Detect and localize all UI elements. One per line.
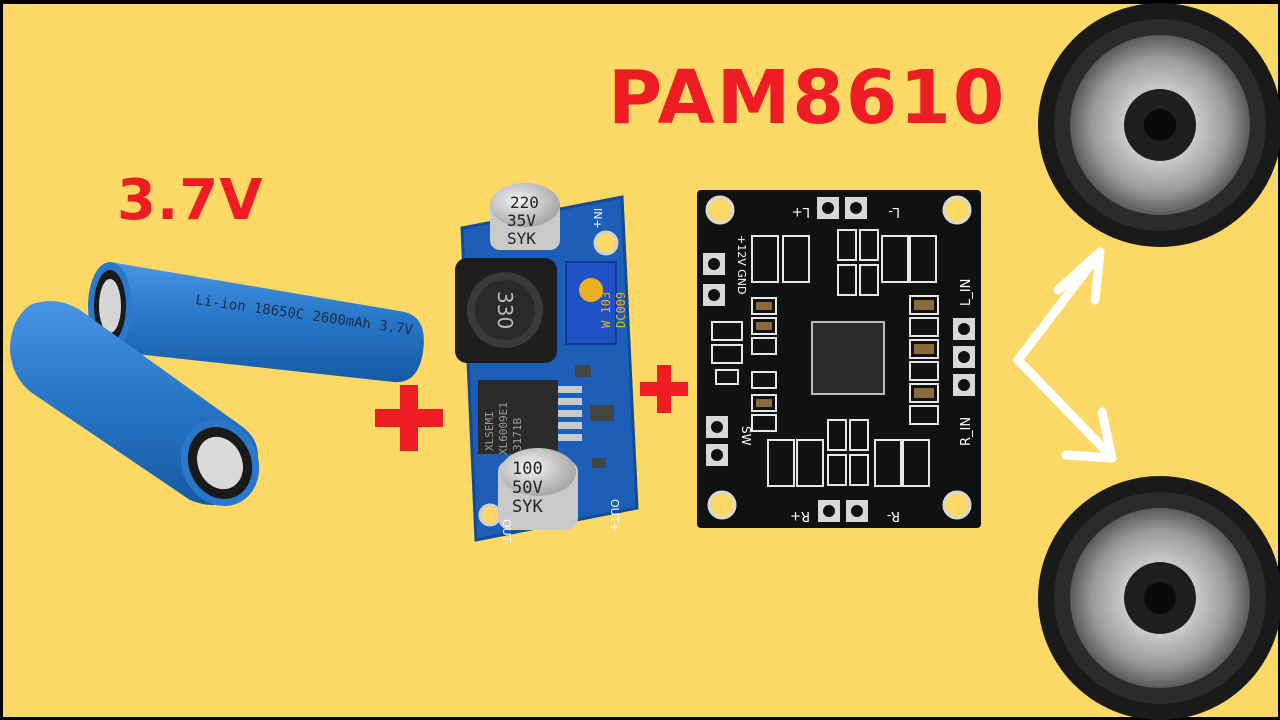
amplifier-board: L+ L- R+ R- +12V GND L_IN R_IN SW <box>697 190 981 528</box>
cap-bottom-line2: 50V <box>512 478 543 498</box>
ic-line2: XL6009E1 <box>497 402 510 455</box>
label-r-in: R_IN <box>959 417 974 446</box>
pot-line2: DC009 <box>614 292 628 328</box>
arrows <box>1013 247 1117 463</box>
battery-front <box>10 301 260 506</box>
speaker-top-icon <box>1038 3 1280 247</box>
cap-bottom-line1: 100 <box>512 459 543 479</box>
pin-in-label: IN+ <box>591 208 604 229</box>
cap-top-line3: SYK <box>507 229 536 248</box>
label-power: +12V GND <box>735 235 748 294</box>
speaker-bottom-icon <box>1038 476 1280 720</box>
plus-sign-2 <box>640 365 688 413</box>
pot-line1: W 103 <box>599 292 613 328</box>
plus-sign-1 <box>375 385 443 451</box>
model-title: PAM8610 <box>608 55 1007 141</box>
pin-out-neg-label: OUT- <box>500 519 513 545</box>
label-sw: SW <box>739 426 753 446</box>
label-l-minus: L- <box>888 204 900 219</box>
boost-converter-board: 220 35V SYK 330 W 103 DC009 XLSEMI X <box>455 183 639 545</box>
label-l-in: L_IN <box>959 279 974 306</box>
ic-line1: XLSEMI <box>483 411 496 451</box>
label-l-plus: L+ <box>792 204 810 219</box>
pin-out-pos-label: OUT+ <box>608 499 621 532</box>
cap-top-line2: 35V <box>507 211 536 230</box>
cap-bottom-line3: SYK <box>512 497 543 517</box>
cap-top-line1: 220 <box>510 193 539 212</box>
label-r-minus: R- <box>886 508 900 523</box>
inductor-label: 330 <box>493 291 517 329</box>
ic-line3: 3171B <box>511 418 524 451</box>
label-r-plus: R+ <box>790 508 810 523</box>
voltage-label: 3.7V <box>117 168 264 233</box>
